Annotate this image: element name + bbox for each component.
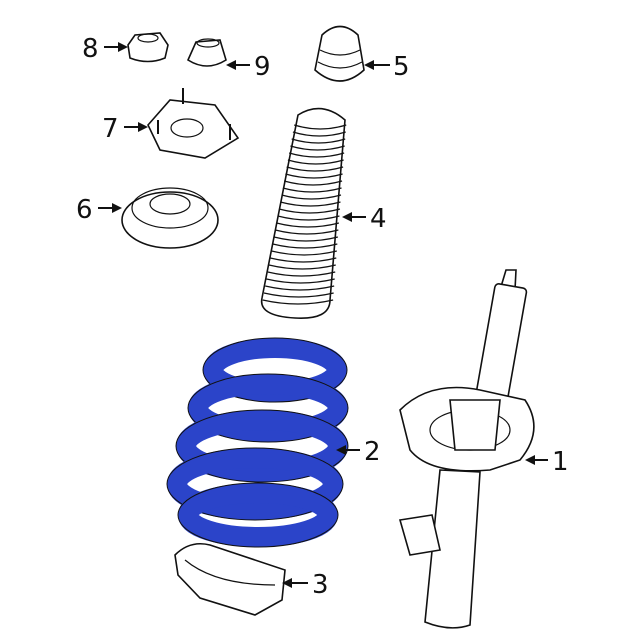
boot-rib <box>262 299 334 305</box>
boot-rib <box>278 208 341 214</box>
boot-rib <box>282 187 342 193</box>
spring-coil <box>188 374 348 442</box>
boot-rib <box>266 278 335 284</box>
callout-4[interactable]: 4 <box>342 204 387 234</box>
svg-text:7: 7 <box>102 114 119 144</box>
part-6-upper-spring-seat[interactable] <box>121 187 219 249</box>
part-3-lower-isolator[interactable] <box>174 542 286 616</box>
spring-coil <box>178 483 338 547</box>
callout-9[interactable]: 9 <box>226 52 271 82</box>
part-7-strut-mount[interactable] <box>147 88 240 159</box>
callout-5[interactable]: 5 <box>364 52 410 82</box>
part-5-bump-stop[interactable] <box>314 25 365 82</box>
boot-rib <box>273 236 338 242</box>
svg-text:8: 8 <box>82 34 99 64</box>
spring-coil <box>175 409 349 483</box>
svg-text:4: 4 <box>370 204 387 234</box>
svg-text:1: 1 <box>552 447 569 477</box>
part-9-bushing[interactable] <box>186 38 227 67</box>
boot-rib <box>292 131 346 137</box>
boot-rib <box>272 243 338 249</box>
boot-rib <box>263 292 334 298</box>
boot-rib <box>294 124 347 130</box>
boot-rib <box>286 166 344 172</box>
spring-coil <box>167 448 343 520</box>
spring-coil <box>177 482 339 548</box>
boot-rib <box>283 180 343 186</box>
svg-text:5: 5 <box>393 52 410 82</box>
boot-rib <box>280 201 341 207</box>
boot-rib <box>271 250 337 256</box>
svg-text:6: 6 <box>76 195 93 225</box>
boot-rib <box>275 229 339 235</box>
spring-coil <box>166 447 344 521</box>
callout-3[interactable]: 3 <box>282 570 329 600</box>
spring-coil <box>176 410 348 482</box>
boot-rib <box>290 145 345 151</box>
boot-rib <box>267 271 336 277</box>
boot-rib <box>265 285 335 291</box>
part-8-bushing[interactable] <box>127 32 169 63</box>
callout-6[interactable]: 6 <box>76 195 122 225</box>
callout-2[interactable]: 2 <box>336 437 381 467</box>
part-2-coil-spring[interactable] <box>166 337 349 548</box>
boot-rib <box>277 215 340 221</box>
spring-coil <box>187 373 349 443</box>
part-4-dust-boot[interactable] <box>260 107 347 319</box>
boot-rib <box>291 138 346 144</box>
callout-8[interactable]: 8 <box>82 34 128 64</box>
svg-text:9: 9 <box>254 52 271 82</box>
boot-rib <box>288 152 345 158</box>
boot-rib <box>285 173 343 179</box>
boot-rib <box>281 194 342 200</box>
part-1-strut-assembly[interactable] <box>398 269 535 629</box>
svg-text:2: 2 <box>364 437 381 467</box>
boot-rib <box>270 257 337 263</box>
spring-coil <box>202 337 348 403</box>
boot-rib <box>268 264 336 270</box>
svg-text:3: 3 <box>312 570 329 600</box>
callout-7[interactable]: 7 <box>102 114 148 144</box>
callout-1[interactable]: 1 <box>525 447 569 477</box>
boot-rib <box>276 222 340 228</box>
boot-rib <box>287 159 344 165</box>
